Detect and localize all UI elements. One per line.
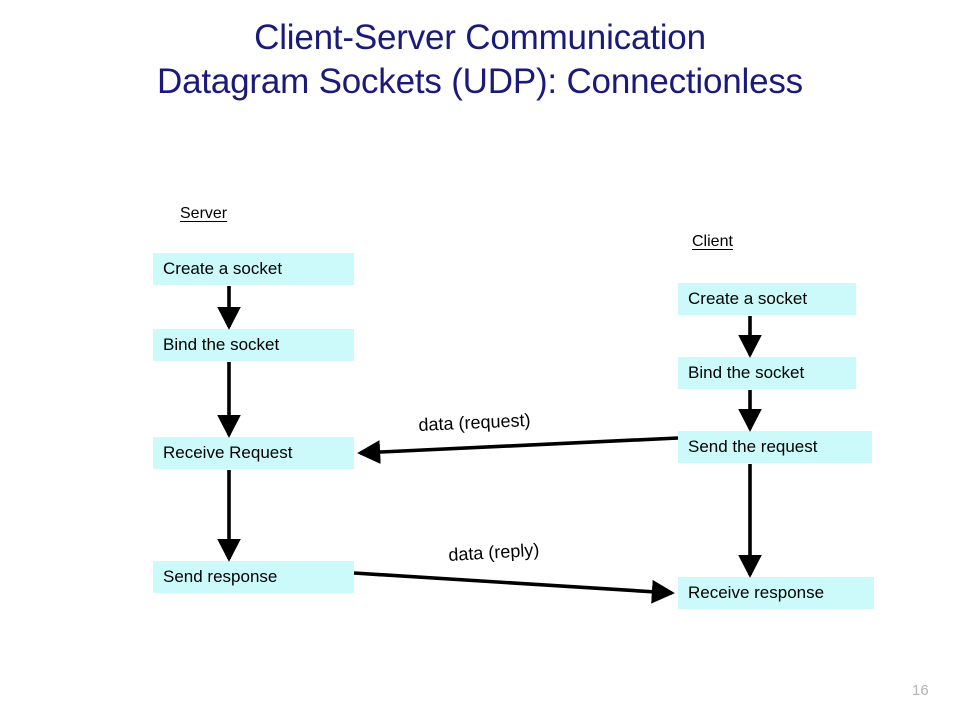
client-step-create-a-socket[interactable]: Create a socket [678,283,856,315]
server-step-create-a-socket[interactable]: Create a socket [153,253,354,285]
page-title: Client-Server Communication Datagram Soc… [0,16,960,105]
transfer-label-data-request: data (request) [418,409,531,436]
transfer-arrow-data-request [357,436,679,464]
transfer-arrow-data-reply [353,571,675,604]
server-step-bind-the-socket[interactable]: Bind the socket [153,329,354,361]
server-step-send-response[interactable]: Send response [153,561,354,593]
page-title-line-1: Client-Server Communication [254,18,706,57]
client-step-receive-response[interactable]: Receive response [678,577,874,609]
client-step-send-the-request[interactable]: Send the request [678,431,872,463]
server-step-receive-request[interactable]: Receive Request [153,437,354,469]
client-column-label: Client [692,233,733,250]
page-title-line-2: Datagram Sockets (UDP): Connectionless [157,62,803,102]
transfer-label-data-reply: data (reply) [447,539,540,566]
server-column-label: Server [180,205,228,222]
client-step-bind-the-socket[interactable]: Bind the socket [678,357,856,389]
page-number: 16 [912,682,929,699]
